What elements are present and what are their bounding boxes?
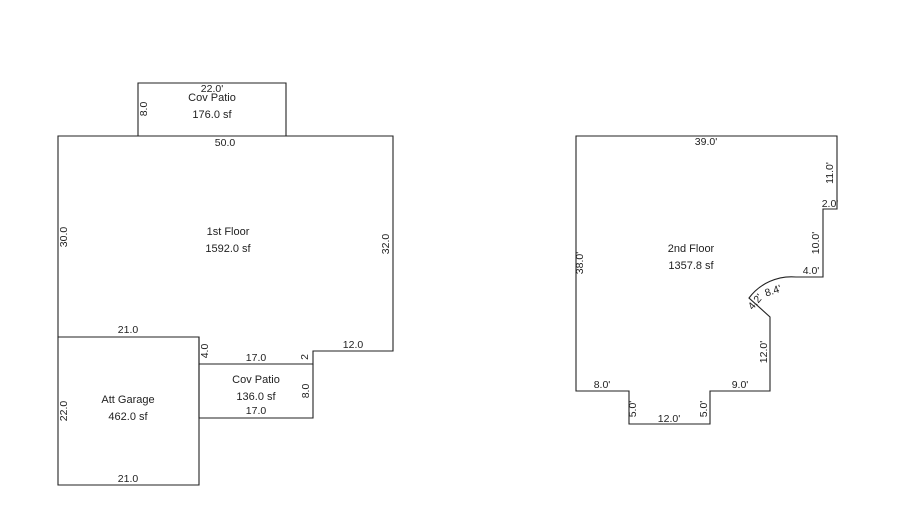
cov-patio-top-room: 22.0' 8.0 Cov Patio 176.0 sf <box>137 82 287 136</box>
second-floor-dim-bottom-left: 8.0' <box>594 379 611 391</box>
first-floor-dim-top: 50.0 <box>215 137 236 149</box>
first-floor-name: 1st Floor <box>207 226 250 238</box>
cov-patio-top-outline <box>137 82 287 136</box>
first-floor-room: 50.0 30.0 32.0 21.0 4.0 17.0 2 12.0 1st … <box>57 135 394 365</box>
first-floor-plan: 22.0' 8.0 Cov Patio 176.0 sf 50.0 30.0 3… <box>57 82 394 486</box>
cov-patio-bottom-room: 8.0 17.0 Cov Patio 136.0 sf <box>198 364 314 419</box>
cov-patio-top-area: 176.0 sf <box>192 109 232 121</box>
second-floor-dim-arc: 8.4' <box>763 283 783 300</box>
second-floor-name: 2nd Floor <box>668 243 715 255</box>
second-floor-dim-bay-right: 5.0' <box>698 401 710 418</box>
first-floor-dim-step-vertical: 4.0 <box>199 344 211 359</box>
second-floor-dim-arc-small: 4.2' <box>746 292 766 312</box>
first-floor-dim-left: 30.0 <box>58 227 70 248</box>
second-floor-dim-right-mid: 10.0' <box>810 232 822 254</box>
cov-patio-top-dim-left: 8.0 <box>138 102 150 117</box>
att-garage-area: 462.0 sf <box>108 411 148 423</box>
first-floor-dim-step-right: 12.0 <box>343 339 364 351</box>
cov-patio-bottom-name: Cov Patio <box>232 374 280 386</box>
first-floor-dim-small: 2 <box>299 354 311 360</box>
first-floor-dim-inner: 17.0 <box>246 352 267 364</box>
second-floor-room: 39.0' 38.0' 11.0' 2.0' 10.0' 4.0' 8.4' 4… <box>574 135 839 425</box>
second-floor-dim-bottom-right: 9.0' <box>732 379 749 391</box>
cov-patio-bottom-dim-bottom: 17.0 <box>246 405 267 417</box>
second-floor-dim-left: 38.0' <box>574 252 586 274</box>
second-floor-dim-bay-bottom: 12.0' <box>658 413 680 425</box>
att-garage-room: 22.0 21.0 Att Garage 462.0 sf <box>57 336 200 486</box>
second-floor-outline <box>575 135 838 425</box>
second-floor-dim-right-top: 11.0' <box>824 162 836 184</box>
second-floor-dim-top: 39.0' <box>695 136 717 148</box>
second-floor-dim-notch: 2.0' <box>822 198 839 210</box>
att-garage-dim-left: 22.0 <box>58 401 70 422</box>
cov-patio-bottom-area: 136.0 sf <box>236 391 276 403</box>
second-floor-dim-right-low: 12.0' <box>758 341 770 363</box>
first-floor-dim-step-left: 21.0 <box>118 324 139 336</box>
first-floor-dim-right: 32.0 <box>380 234 392 255</box>
att-garage-dim-bottom: 21.0 <box>118 473 139 485</box>
second-floor-plan: 39.0' 38.0' 11.0' 2.0' 10.0' 4.0' 8.4' 4… <box>574 135 839 425</box>
cov-patio-top-name: Cov Patio <box>188 92 236 104</box>
second-floor-dim-bay-left: 5.0' <box>627 401 639 418</box>
second-floor-dim-step: 4.0' <box>803 265 820 277</box>
second-floor-area: 1357.8 sf <box>668 260 714 272</box>
att-garage-name: Att Garage <box>101 394 154 406</box>
cov-patio-top-dim-top: 22.0' <box>201 83 223 95</box>
att-garage-outline <box>57 336 200 486</box>
cov-patio-bottom-dim-right: 8.0 <box>300 384 312 399</box>
first-floor-area: 1592.0 sf <box>205 243 251 255</box>
